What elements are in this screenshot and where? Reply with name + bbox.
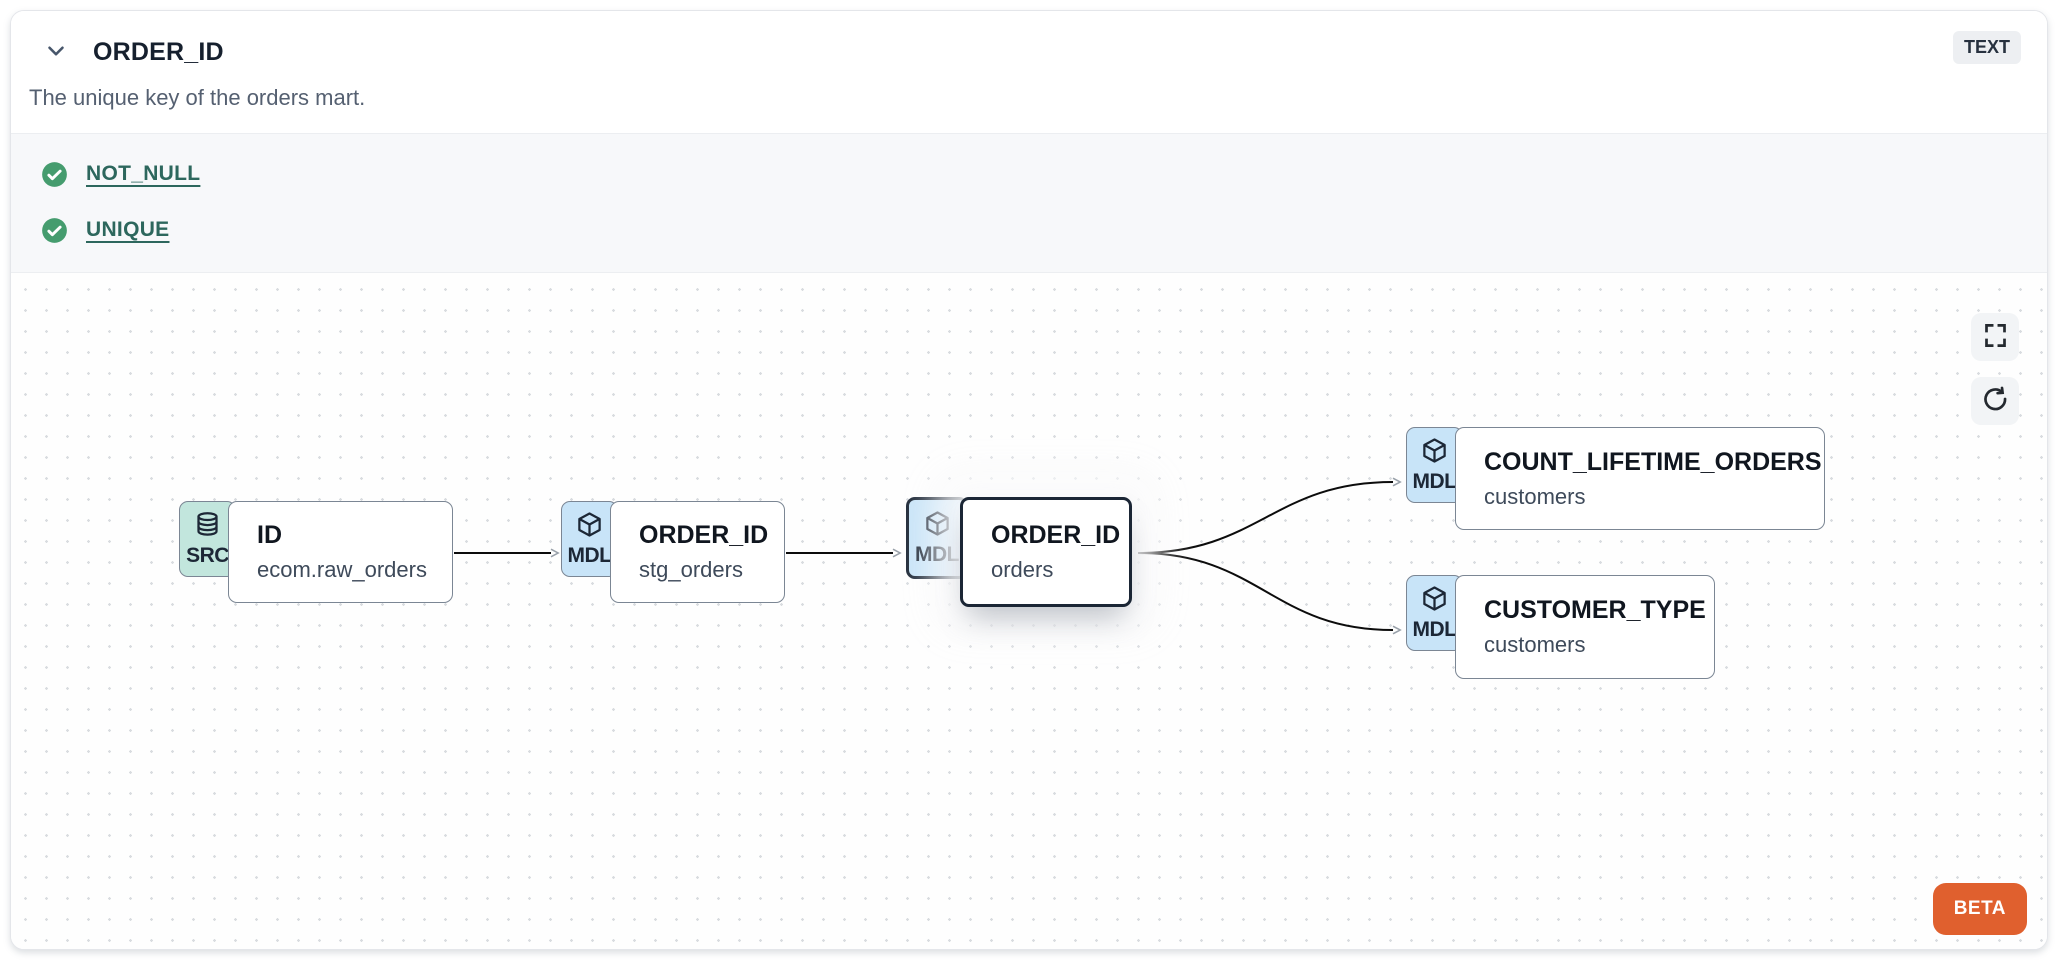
package-icon	[1421, 437, 1448, 469]
check-circle-icon	[41, 217, 68, 244]
collapse-button[interactable]	[41, 37, 71, 67]
lineage-node-customer-type[interactable]: MDL CUSTOMER_TYPE customers	[1406, 575, 1715, 679]
test-link-not-null[interactable]: NOT_NULL	[86, 162, 201, 185]
fullscreen-icon	[1982, 322, 2009, 352]
node-subtitle: stg_orders	[639, 557, 743, 582]
node-badge-label: SRC	[186, 543, 229, 567]
node-badge-label: MDL	[1412, 617, 1458, 641]
node-subtitle: customers	[1484, 483, 1586, 509]
fullscreen-button[interactable]	[1971, 313, 2019, 361]
column-details-card: ORDER_ID TEXT The unique key of the orde…	[10, 10, 2048, 950]
lineage-node-orders-selected[interactable]: MDL ORDER_ID orders	[906, 497, 1132, 607]
lineage-node-count-lifetime-orders[interactable]: MDL COUNT_LIFETIME_ORDERS customers	[1406, 427, 1825, 530]
node-subtitle: customers	[1484, 632, 1586, 657]
source-badge: SRC	[179, 501, 236, 577]
beta-badge: BETA	[1932, 883, 2027, 935]
lineage-node-source-id[interactable]: SRC ID ecom.raw_orders	[179, 501, 453, 603]
column-description: The unique key of the orders mart.	[29, 85, 366, 110]
node-title: ID	[257, 521, 282, 549]
package-icon	[576, 511, 603, 543]
test-link-unique[interactable]: UNIQUE	[86, 218, 170, 241]
column-title: ORDER_ID	[93, 37, 224, 66]
package-icon	[1421, 585, 1448, 617]
refresh-icon	[1982, 386, 2009, 416]
column-header: ORDER_ID TEXT The unique key of the orde…	[11, 11, 2047, 133]
lineage-node-stg-orders[interactable]: MDL ORDER_ID stg_orders	[561, 501, 785, 603]
node-badge-label: MDL	[567, 543, 613, 567]
model-badge: MDL	[1406, 427, 1463, 503]
node-title: COUNT_LIFETIME_ORDERS	[1484, 447, 1822, 476]
test-row: NOT_NULL	[41, 152, 2047, 196]
node-badge-label: MDL	[1412, 469, 1458, 493]
package-icon	[924, 510, 951, 542]
chevron-down-icon	[43, 38, 69, 67]
node-title: ORDER_ID	[991, 521, 1121, 549]
canvas-controls	[1971, 313, 2019, 425]
node-subtitle: orders	[991, 557, 1054, 582]
lineage-edges	[454, 477, 1402, 635]
node-title: ORDER_ID	[639, 521, 769, 549]
test-row: UNIQUE	[41, 208, 2047, 252]
model-badge: MDL	[906, 497, 968, 579]
node-subtitle: ecom.raw_orders	[257, 557, 427, 582]
database-icon	[194, 511, 221, 543]
tests-section: NOT_NULL UNIQUE	[11, 133, 2047, 273]
node-badge-label: MDL	[915, 542, 960, 566]
check-circle-icon	[41, 161, 68, 188]
lineage-canvas[interactable]: SRC ID ecom.raw_orders MDL ORDER_ID stg_…	[11, 273, 2047, 949]
refresh-button[interactable]	[1971, 377, 2019, 425]
model-badge: MDL	[1406, 575, 1463, 651]
node-title: CUSTOMER_TYPE	[1484, 596, 1706, 624]
column-type-badge: TEXT	[1952, 31, 2021, 64]
